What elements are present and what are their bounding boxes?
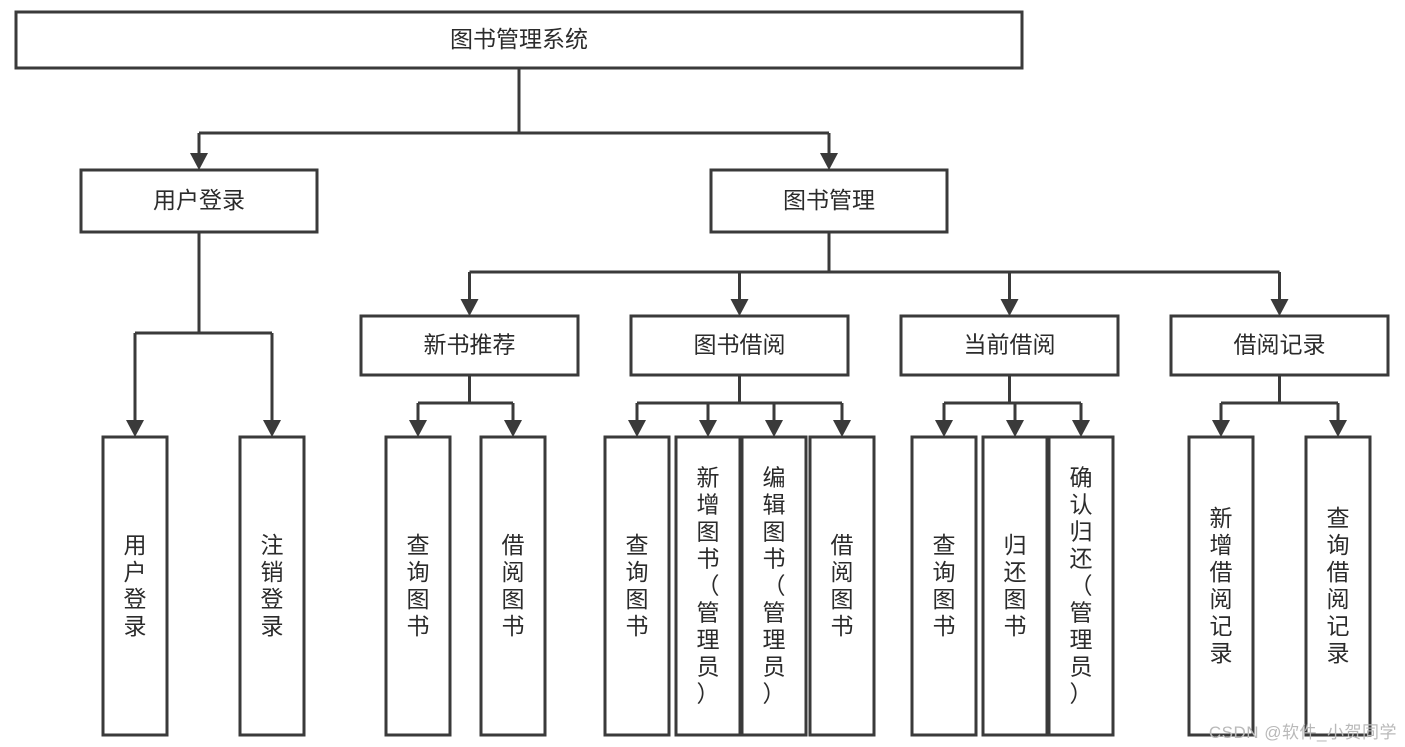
node-leaf-rc-query[interactable]: 查询借阅记录 (1304, 435, 1372, 737)
arrowhead-icon (935, 420, 953, 437)
node-box-leaf-bw-add[interactable] (674, 435, 742, 737)
arrowhead-icon (1000, 299, 1019, 316)
watermark-label: CSDN @软件_小贺同学 (1208, 723, 1397, 742)
node-newbook[interactable]: 新书推荐 (359, 314, 580, 377)
arrowhead-icon (1329, 420, 1347, 437)
node-root[interactable]: 图书管理系统 (14, 10, 1024, 70)
arrowhead-icon (820, 153, 838, 170)
node-bookmgmt[interactable]: 图书管理 (709, 168, 949, 234)
node-box-root[interactable] (14, 10, 1024, 70)
arrowhead-icon (1270, 299, 1289, 316)
node-label-leaf-bw-query: 查询图书 (626, 532, 649, 639)
node-login[interactable]: 用户登录 (79, 168, 319, 234)
arrowhead-icon (409, 420, 427, 437)
node-label-leaf-rc-query: 查询借阅记录 (1327, 505, 1350, 666)
node-label-bookmgmt: 图书管理 (783, 187, 875, 213)
node-label-leaf-cb-confirm: 确认归还（管理员） (1070, 465, 1093, 707)
node-box-leaf-bw-borrow[interactable] (808, 435, 876, 737)
node-label-login: 用户登录 (153, 187, 245, 213)
arrowhead-icon (765, 420, 783, 437)
node-leaf-rc-add[interactable]: 新增借阅记录 (1187, 435, 1255, 737)
arrowhead-icon (1212, 420, 1230, 437)
node-label-leaf-nb-query: 查询图书 (407, 532, 430, 639)
node-leaf-bw-edit[interactable]: 编辑图书（管理员） (740, 435, 808, 737)
node-leaf-user-logout[interactable]: 注销登录 (238, 435, 306, 737)
node-label-leaf-bw-add: 新增图书（管理员） (697, 465, 720, 707)
node-leaf-cb-return[interactable]: 归还图书 (981, 435, 1049, 737)
node-box-bookmgmt[interactable] (709, 168, 949, 234)
node-box-leaf-rc-query[interactable] (1304, 435, 1372, 737)
node-label-leaf-nb-borrow: 借阅图书 (502, 532, 525, 639)
node-box-current[interactable] (899, 314, 1120, 377)
node-layer: 图书管理系统用户登录图书管理新书推荐图书借阅当前借阅借阅记录用户登录注销登录查询… (14, 10, 1390, 737)
node-leaf-cb-confirm[interactable]: 确认归还（管理员） (1047, 435, 1115, 737)
node-box-leaf-bw-edit[interactable] (740, 435, 808, 737)
node-box-borrow[interactable] (629, 314, 850, 377)
node-box-leaf-user-login[interactable] (101, 435, 169, 737)
node-current[interactable]: 当前借阅 (899, 314, 1120, 377)
arrowhead-icon (628, 420, 646, 437)
node-label-leaf-bw-borrow: 借阅图书 (831, 532, 854, 639)
node-label-leaf-cb-query: 查询图书 (933, 532, 956, 639)
node-label-leaf-user-logout: 注销登录 (261, 532, 284, 639)
node-box-leaf-nb-borrow[interactable] (479, 435, 547, 737)
arrowhead-icon (730, 299, 749, 316)
node-box-records[interactable] (1169, 314, 1390, 377)
node-leaf-nb-borrow[interactable]: 借阅图书 (479, 435, 547, 737)
node-label-newbook: 新书推荐 (424, 332, 516, 358)
node-label-root: 图书管理系统 (450, 26, 588, 52)
arrowhead-icon (833, 420, 851, 437)
arrowhead-icon (504, 420, 522, 437)
arrowhead-icon (126, 420, 144, 437)
node-leaf-user-login[interactable]: 用户登录 (101, 435, 169, 737)
arrowhead-icon (1006, 420, 1024, 437)
node-label-leaf-rc-add: 新增借阅记录 (1210, 505, 1233, 666)
arrowhead-icon (190, 153, 208, 170)
node-label-leaf-bw-edit: 编辑图书（管理员） (763, 465, 786, 707)
node-box-leaf-cb-query[interactable] (910, 435, 978, 737)
node-leaf-bw-borrow[interactable]: 借阅图书 (808, 435, 876, 737)
arrowhead-icon (699, 420, 717, 437)
arrowhead-icon (263, 420, 281, 437)
node-label-leaf-user-login: 用户登录 (124, 532, 147, 639)
node-leaf-cb-query[interactable]: 查询图书 (910, 435, 978, 737)
node-box-leaf-bw-query[interactable] (603, 435, 671, 737)
node-label-leaf-cb-return: 归还图书 (1004, 532, 1027, 639)
node-records[interactable]: 借阅记录 (1169, 314, 1390, 377)
node-box-leaf-cb-return[interactable] (981, 435, 1049, 737)
node-box-leaf-rc-add[interactable] (1187, 435, 1255, 737)
node-label-borrow: 图书借阅 (694, 332, 786, 358)
arrowhead-icon (1072, 420, 1090, 437)
node-box-login[interactable] (79, 168, 319, 234)
node-label-current: 当前借阅 (964, 332, 1056, 358)
node-label-records: 借阅记录 (1234, 332, 1326, 358)
node-borrow[interactable]: 图书借阅 (629, 314, 850, 377)
arrowhead-icon (460, 299, 479, 316)
node-box-leaf-cb-confirm[interactable] (1047, 435, 1115, 737)
node-box-leaf-user-logout[interactable] (238, 435, 306, 737)
connector-layer (126, 68, 1347, 437)
node-box-leaf-nb-query[interactable] (384, 435, 452, 737)
node-leaf-bw-query[interactable]: 查询图书 (603, 435, 671, 737)
node-leaf-nb-query[interactable]: 查询图书 (384, 435, 452, 737)
node-leaf-bw-add[interactable]: 新增图书（管理员） (674, 435, 742, 737)
node-box-newbook[interactable] (359, 314, 580, 377)
